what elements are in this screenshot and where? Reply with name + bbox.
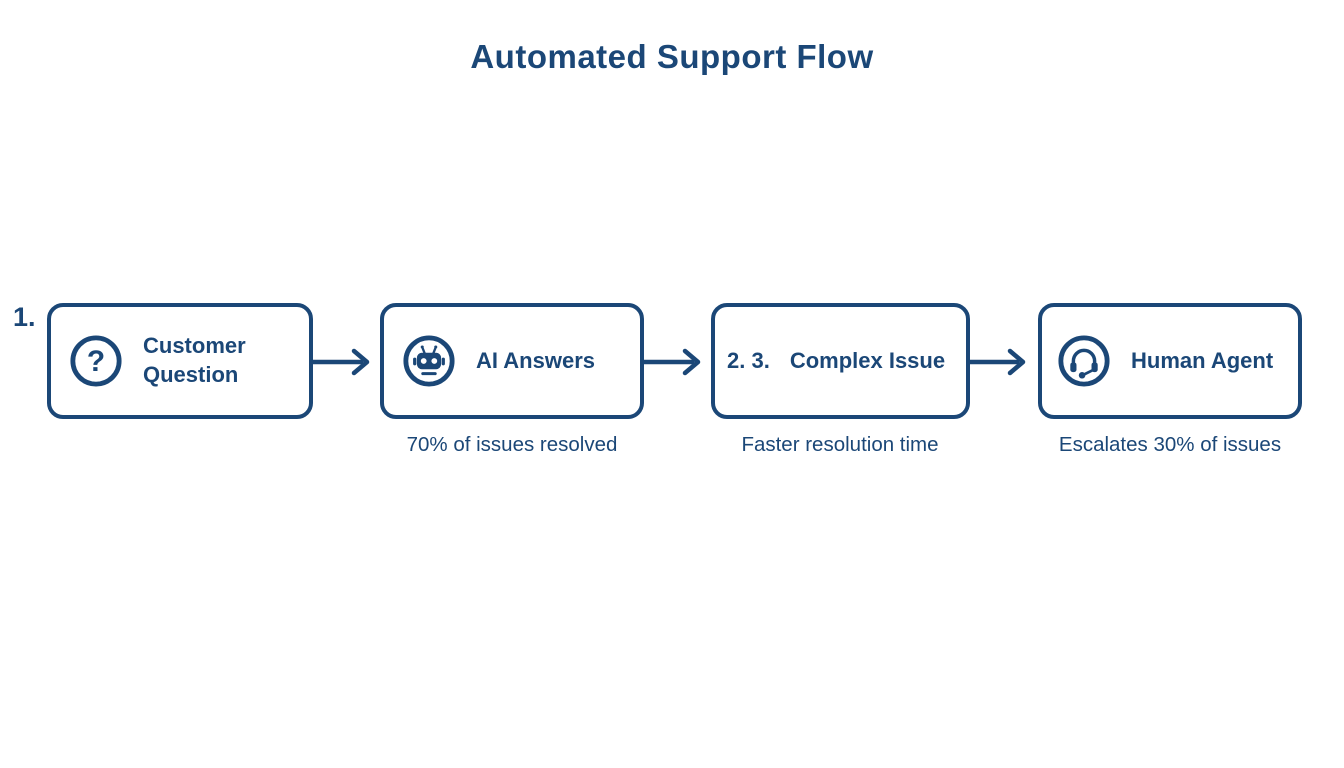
flow-step-human-agent: Human Agent bbox=[1038, 303, 1302, 419]
step-label: Complex Issue bbox=[789, 347, 946, 373]
step-label: AI Answers bbox=[476, 347, 596, 373]
step-label: Customer Question bbox=[143, 333, 246, 387]
page-title: Automated Support Flow bbox=[470, 38, 874, 75]
flow-step-complex-issue: 2. 3. Complex Issue bbox=[711, 303, 970, 419]
robot-circle-icon bbox=[403, 335, 455, 387]
step-marker-2-3: 2. 3. bbox=[727, 348, 770, 373]
arrow-right-icon bbox=[312, 348, 370, 376]
step-marker-1: 1. bbox=[13, 302, 36, 332]
headset-circle-icon bbox=[1058, 335, 1110, 387]
step-label: Human Agent bbox=[1131, 347, 1274, 373]
arrow-right-icon bbox=[968, 348, 1026, 376]
step-caption-complex-issue: Faster resolution time bbox=[741, 433, 939, 456]
flow-step-customer-question: ? Customer Question bbox=[47, 303, 313, 419]
svg-text:?: ? bbox=[87, 345, 105, 378]
arrow-right-icon bbox=[643, 348, 701, 376]
question-circle-icon: ? bbox=[70, 335, 122, 387]
step-caption-human-agent: Escalates 30% of issues bbox=[1058, 433, 1282, 456]
flow-step-ai-answers: AI Answers bbox=[380, 303, 644, 419]
step-caption-ai-answers: 70% of issues resolved bbox=[406, 433, 618, 456]
